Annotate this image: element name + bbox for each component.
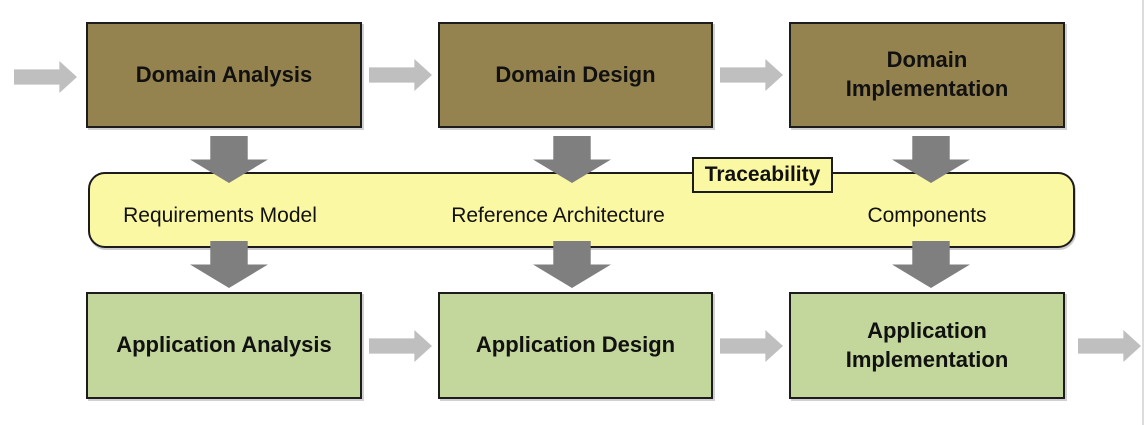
box-application-implementation: Application Implementation	[789, 292, 1065, 399]
box-label: Application Design	[475, 332, 676, 358]
box-label: Domain Implementation	[845, 47, 1009, 101]
band-label-components: Components	[867, 204, 987, 227]
flow-arrow-right-icon	[14, 61, 77, 93]
band-label-reference-architecture: Reference Architecture	[451, 204, 665, 227]
box-label: Domain Design	[495, 61, 656, 87]
flow-arrow-right-icon	[720, 330, 783, 362]
artifacts-band: Requirements Model Reference Architectur…	[88, 172, 1075, 248]
flow-arrow-down-icon	[190, 241, 268, 288]
box-domain-implementation: Domain Implementation	[789, 22, 1065, 128]
band-label-requirements-model: Requirements Model	[123, 204, 317, 227]
page-edge-line	[1142, 0, 1144, 425]
traceability-tag-label: Traceability	[704, 163, 821, 186]
flow-arrow-right-icon	[369, 330, 432, 362]
box-label: Application Analysis	[116, 332, 332, 358]
box-domain-analysis: Domain Analysis	[86, 22, 362, 128]
flow-arrow-right-icon	[1078, 330, 1141, 362]
flow-arrow-right-icon	[720, 59, 783, 91]
box-label: Application Implementation	[845, 317, 1009, 372]
flow-arrow-right-icon	[369, 59, 432, 91]
flow-arrow-down-icon	[533, 241, 611, 288]
box-label: Domain Analysis	[135, 61, 313, 87]
box-application-analysis: Application Analysis	[86, 292, 362, 399]
traceability-tag: Traceability	[692, 157, 833, 193]
box-application-design: Application Design	[438, 292, 713, 399]
box-domain-design: Domain Design	[438, 22, 713, 128]
flow-arrow-down-icon	[892, 241, 970, 288]
